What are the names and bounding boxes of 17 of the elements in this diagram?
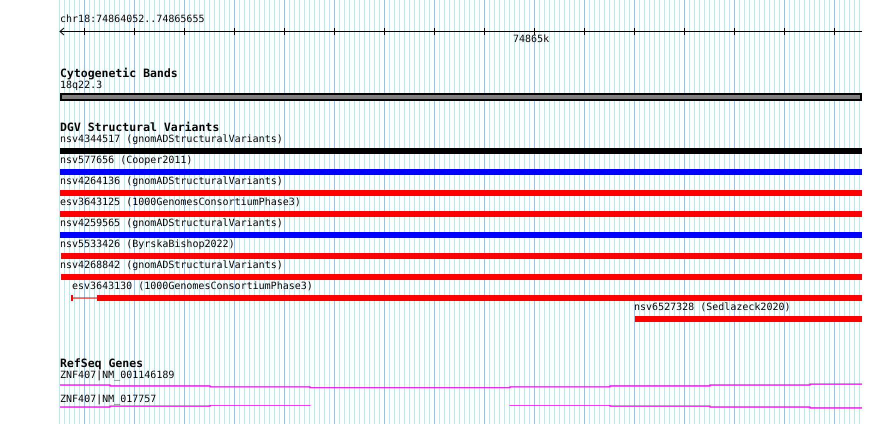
track-heading: RefSeq Genes bbox=[60, 357, 144, 370]
gene-label: ZNF407|NM_001146189 bbox=[60, 370, 174, 382]
variant-label: nsv4259565 (gnomADStructuralVariants) bbox=[60, 218, 283, 230]
variant-label: nsv5533426 (ByrskaBishop2022) bbox=[60, 239, 235, 251]
gene-label: ZNF407|NM_017757 bbox=[60, 394, 156, 406]
band-label: 18q22.3 bbox=[60, 80, 102, 92]
location-label: chr18:74864052..74865655 bbox=[60, 14, 204, 26]
track-heading: Cytogenetic Bands bbox=[60, 67, 178, 80]
variant-label: nsv577656 (Cooper2011) bbox=[60, 155, 192, 167]
variant-label: nsv4268842 (gnomADStructuralVariants) bbox=[60, 260, 283, 272]
variant-label: nsv4264136 (gnomADStructuralVariants) bbox=[60, 176, 283, 188]
variant-label: nsv6527328 (Sedlazeck2020) bbox=[634, 302, 791, 314]
scale-label: 74865k bbox=[513, 34, 550, 46]
variant-label: esv3643125 (1000GenomesConsortiumPhase3) bbox=[60, 197, 301, 209]
variant-label: nsv4344517 (gnomADStructuralVariants) bbox=[60, 134, 283, 146]
variant-label: esv3643130 (1000GenomesConsortiumPhase3) bbox=[72, 281, 313, 293]
track-heading: DGV Structural Variants bbox=[60, 121, 220, 134]
